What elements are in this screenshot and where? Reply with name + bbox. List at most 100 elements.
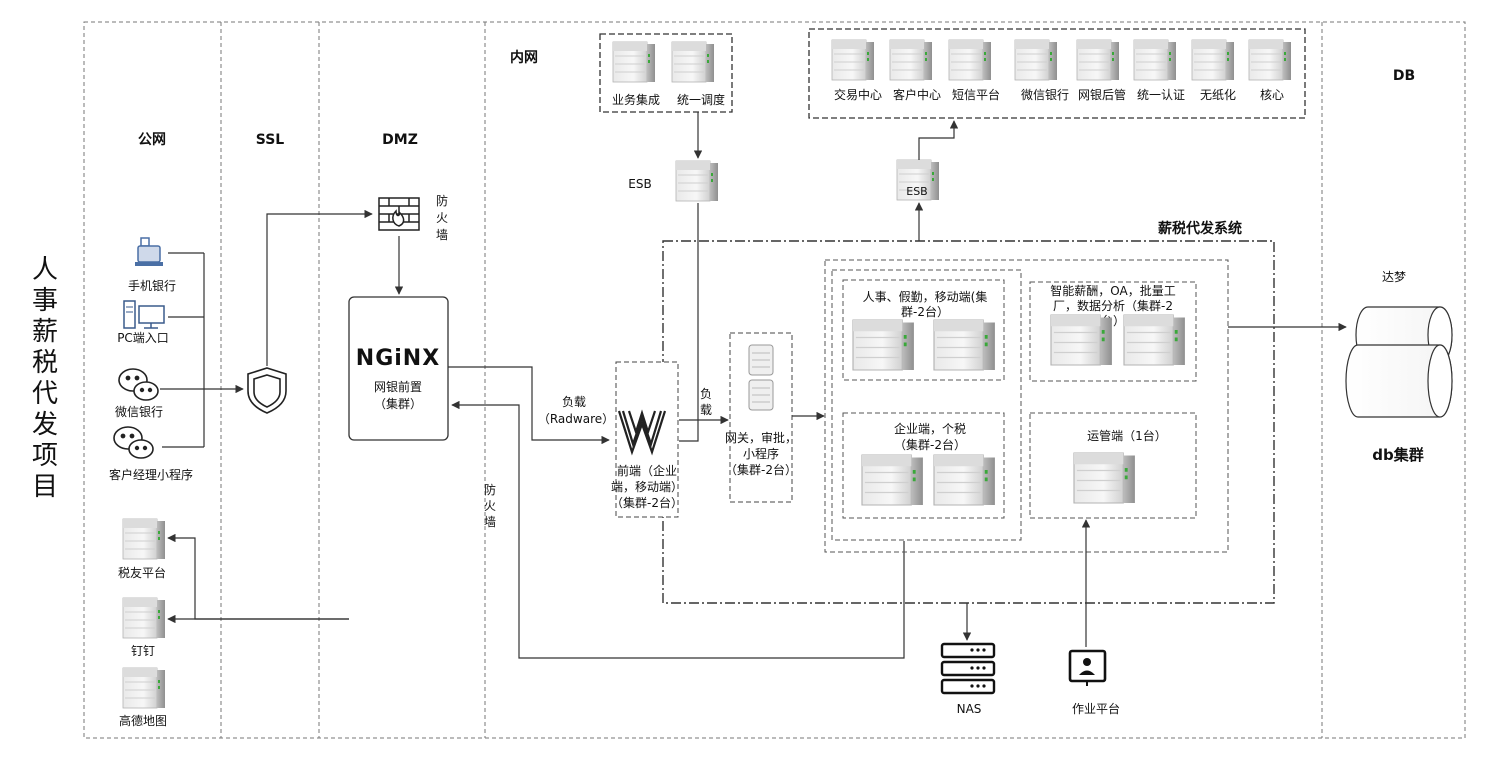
nginx-label: 网银前置 (374, 379, 422, 394)
lb-label: 负载 (562, 395, 586, 409)
shield-icon (247, 367, 287, 414)
load-short-char: 负 (700, 387, 712, 401)
enterprise-module-label: 企业端，个税 (894, 421, 966, 436)
client-label-manager-app: 客户经理小程序 (109, 467, 193, 482)
core-system-label: 微信银行 (1021, 88, 1069, 102)
nginx-logo: NGiNX (356, 346, 440, 371)
esb-right-label: ESB (906, 185, 927, 198)
project-title: 人 事 薪 税 代 发 项 目 (32, 255, 58, 502)
ssl-to-firewall-arrow (266, 209, 373, 366)
zone-label-intranet: 内网 (510, 49, 538, 66)
enterprise-module-box (842, 412, 1005, 519)
server-icon (948, 39, 992, 81)
esb-to-frontend-line (679, 203, 699, 442)
ops-module-label: 运管端（1台） (1087, 428, 1167, 443)
esb-to-core-arrow (918, 120, 959, 160)
firewall-label-char: 墙 (436, 228, 448, 242)
firewall-label-char: 防 (436, 193, 448, 208)
smart-module-label: 厂，数据分析（集群-2 (1053, 298, 1173, 313)
project-title-char: 税 (32, 348, 58, 378)
server-icon (852, 319, 915, 371)
payroll-system-title: 薪税代发系统 (1158, 220, 1242, 237)
server-icon (1014, 39, 1058, 81)
radware-logo-icon (617, 409, 667, 456)
firewall-icon (378, 197, 420, 231)
server-icon (1076, 39, 1120, 81)
return-path-line (451, 400, 905, 659)
project-title-char: 事 (32, 286, 58, 316)
core-system-label: 客户中心 (893, 87, 941, 102)
zone-label-ssl: SSL (256, 132, 285, 148)
modules-box (824, 259, 1229, 553)
db-cluster-label: db集群 (1372, 446, 1423, 464)
modules-left-group (831, 269, 1022, 541)
server-icon (933, 319, 996, 371)
server-icon (1191, 39, 1235, 81)
phone-icon (135, 237, 163, 266)
nginx-to-lb-arrow (448, 366, 610, 445)
core-system-label: 交易中心 (834, 87, 882, 102)
server-icon (1050, 314, 1113, 366)
ops-module-box (1029, 412, 1197, 519)
client-bus-lines (162, 252, 205, 448)
server-icon (1123, 314, 1186, 366)
firewall-side-char: 墙 (484, 515, 496, 529)
wechat-icon (118, 368, 159, 401)
server-icon (122, 518, 166, 560)
core-system-label: 短信平台 (952, 87, 1000, 102)
database-icon (1345, 306, 1453, 418)
firewall-side-char: 火 (484, 499, 496, 513)
wechat-icon (113, 426, 154, 459)
core-system-label: 核心 (1260, 88, 1284, 102)
server-icon (671, 41, 715, 83)
server-icon (1248, 39, 1292, 81)
server-icon (675, 160, 719, 202)
nas-icon (940, 642, 996, 695)
nginx-box (348, 296, 449, 441)
project-title-char: 代 (32, 379, 58, 409)
server-icon (861, 454, 924, 506)
server-icon (122, 667, 166, 709)
core-system-label: 网银后管 (1078, 87, 1126, 102)
server-icon (831, 39, 875, 81)
smart-module-label: 智能薪酬，OA，批量工 (1050, 283, 1175, 298)
server-icon (1073, 452, 1136, 504)
firewall-label-char: 火 (436, 211, 448, 225)
zone-label-dmz: DMZ (382, 132, 418, 148)
frontend-label: 端，移动端） (611, 480, 683, 494)
gateway-label: （集群-2台） (725, 462, 797, 477)
workstation-icon (1068, 649, 1107, 686)
nginx-to-platforms-arrow (167, 533, 349, 620)
server-icon (1133, 39, 1177, 81)
esb-left-label: ESB (628, 177, 651, 191)
gateway-server-icon (748, 344, 774, 411)
platform-label-dingtalk: 钉钉 (131, 644, 155, 658)
workstation-label: 作业平台 (1072, 701, 1120, 716)
hr-module-label: 群-2台） (901, 304, 949, 319)
core-system-label: 无纸化 (1200, 88, 1236, 102)
hr-module-label: 人事、假勤，移动端(集 (863, 289, 988, 304)
core-system-label: 统一认证 (1137, 88, 1185, 102)
project-title-char: 项 (32, 441, 58, 471)
load-short-char: 载 (700, 403, 712, 417)
project-title-char: 薪 (32, 317, 58, 347)
integration-label: 统一调度 (677, 92, 725, 107)
zone-label-db: DB (1393, 68, 1415, 84)
smart-module-box (1029, 281, 1197, 382)
hr-module-box (842, 279, 1005, 381)
integration-group-box (599, 33, 733, 113)
project-title-char: 人 (32, 255, 58, 285)
project-title-char: 发 (32, 410, 58, 440)
nginx-label: （集群） (374, 396, 422, 411)
gateway-label: 网关，审批， (725, 430, 797, 445)
platform-label-tax-friend: 税友平台 (118, 565, 166, 580)
outer-frame (83, 21, 1466, 739)
core-systems-box (808, 28, 1306, 119)
server-icon (122, 597, 166, 639)
gateway-label: 小程序 (743, 446, 779, 461)
pc-icon (123, 300, 165, 329)
frontend-label: （集群-2台） (611, 495, 683, 510)
lb-label: （Radware） (538, 412, 614, 426)
server-icon (889, 39, 933, 81)
